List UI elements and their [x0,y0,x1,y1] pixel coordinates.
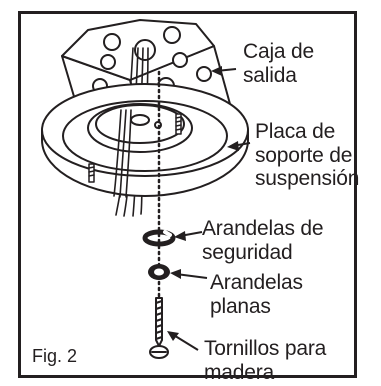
label-lock-washers-line2: seguridad [202,240,293,264]
arrow-flat-washers [175,273,208,279]
label-outlet-box-line1: Caja de [243,40,314,63]
label-mounting-bracket-line3: suspensión [255,167,360,190]
figure-label: Fig. 2 [32,346,78,366]
label-wood-screws-line2: madera [204,360,275,384]
label-mounting-bracket: Placa de soporte de suspensión [255,120,359,191]
label-mounting-bracket-line1: Placa de [255,120,336,143]
label-flat-washers-line1: Arandelas [210,271,303,294]
label-lock-washers: Arandelas de seguridad [202,217,324,264]
mounting-plate [41,83,249,197]
wires-through-plate [113,109,132,198]
label-lock-washers-line1: Arandelas de [202,217,324,240]
label-flat-washers-line2: planas [210,294,271,318]
label-wood-screws: Tornillos para madera [204,337,326,384]
label-mounting-bracket-line2: soporte de [255,143,353,167]
arrow-wood-screws [171,333,199,351]
wood-screw [149,297,169,359]
label-flat-washers: Arandelas planas [210,271,303,318]
lock-washer [142,229,176,247]
flat-washer [148,264,170,280]
label-outlet-box: Caja de salida [243,40,314,87]
label-outlet-box-line2: salida [243,63,297,87]
label-wood-screws-line1: Tornillos para [204,337,327,360]
threaded-studs [88,113,182,183]
